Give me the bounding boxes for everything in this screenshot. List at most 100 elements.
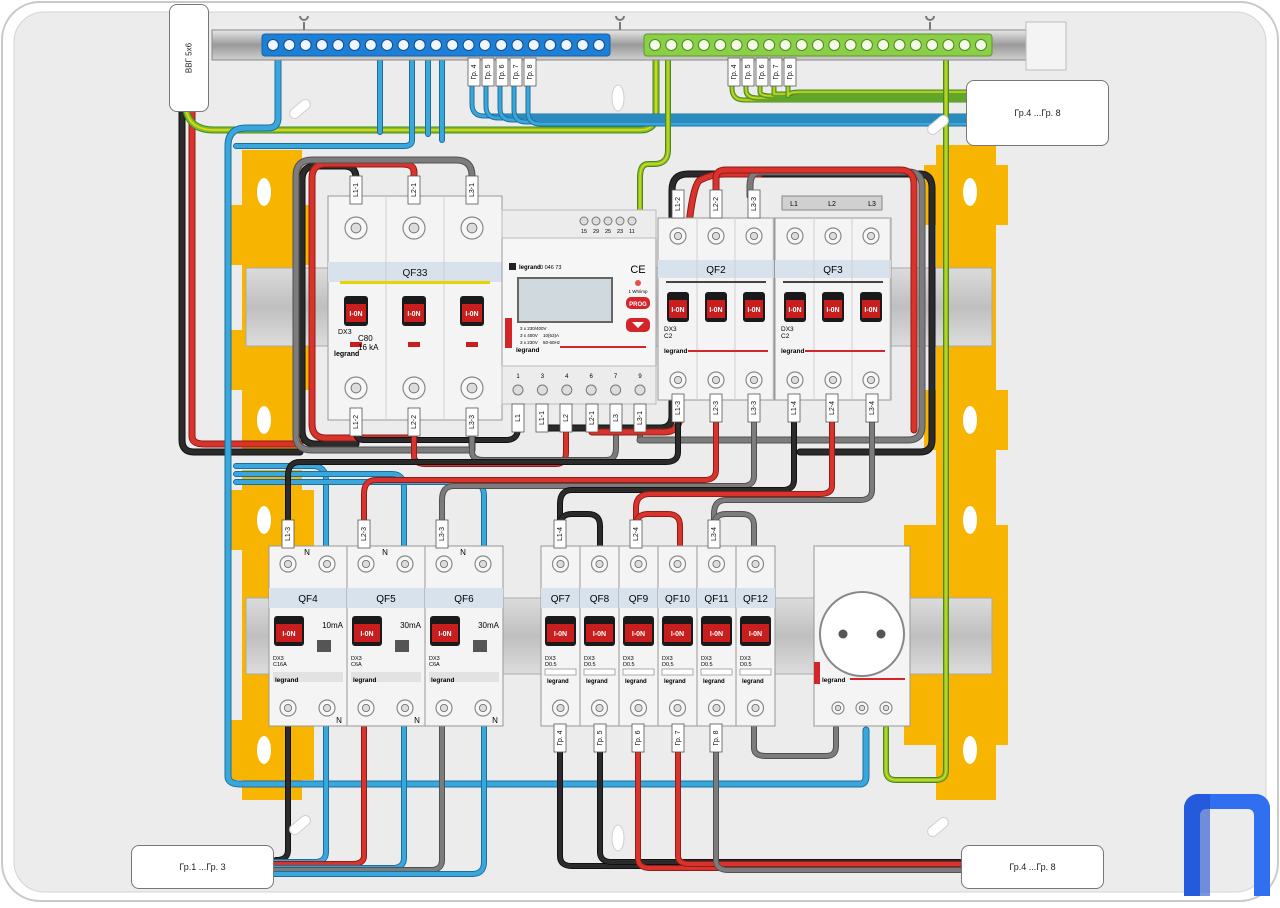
rcbo-toggle-strip <box>351 672 421 682</box>
wire-tag-sleeve <box>783 57 797 87</box>
wire-tag-label: L2-3 <box>361 527 368 541</box>
wire-tag-sleeve <box>741 57 755 87</box>
terminal-screw-head-icon <box>867 231 876 240</box>
earth-bus-screw-icon <box>779 39 792 51</box>
terminal-screw-head-icon <box>322 704 331 713</box>
breaker-brand: legrand <box>586 679 608 685</box>
wire-tag-sleeve <box>467 57 481 87</box>
earth-bus-screw-icon <box>926 39 939 51</box>
wire-tag: L2-2 <box>709 189 723 219</box>
wire-qf33-l2 <box>309 161 417 441</box>
wire-tag: Гр. 8 <box>709 723 723 753</box>
breaker-handle-indicator <box>742 624 769 642</box>
neutral-bus-screw-icon <box>560 39 573 51</box>
wire-tag-label: L2-1 <box>411 183 418 197</box>
breaker-sub: DX3 <box>623 656 634 662</box>
callout-bottom-left: Гр.1 ...Гр. 3 <box>131 845 274 889</box>
wire-tag-top-neutral: Гр. 7 <box>509 57 523 87</box>
neutral-bus-screw-icon <box>267 39 279 51</box>
meter-terminal-icon <box>627 216 637 226</box>
terminal-screw-head-icon <box>673 560 682 569</box>
earth-bus-screw-icon <box>860 39 873 51</box>
socket-brand: legrand <box>822 677 846 684</box>
neutral-bus-screw-icon <box>495 39 508 51</box>
wire-tag-top-neutral: Гр. 4 <box>467 57 481 87</box>
breaker-handle-label: I-0N <box>554 631 567 638</box>
wire-tag-sleeve <box>727 57 741 87</box>
wire-l2-4 <box>634 390 834 552</box>
terminal-screw-head-icon <box>595 560 604 569</box>
breaker-qf33-sub: DX3 <box>338 329 352 336</box>
callout-top-right-text: Гр.4 ...Гр. 8 <box>1014 108 1061 118</box>
wire-tag: L1-1 <box>535 403 549 433</box>
breaker-name: QF8 <box>590 594 610 605</box>
breaker-handle-indicator <box>404 304 424 322</box>
neutral-marker: N <box>492 716 498 725</box>
wire-input-l1 <box>179 107 303 455</box>
rcbo-name: QF6 <box>454 594 474 605</box>
wire-tag-sleeve <box>755 57 769 87</box>
meter-terminal-label: 25 <box>605 229 611 235</box>
terminal-screw-head-icon <box>556 560 565 569</box>
callout-bottom-left-text: Гр.1 ...Гр. 3 <box>179 862 226 872</box>
wire-tag-sleeve <box>865 393 879 423</box>
meter-terminal-icon <box>591 216 601 226</box>
breaker-handle-label: I-0N <box>864 307 877 314</box>
wire-input-l2 <box>189 107 303 447</box>
breaker-name: QF9 <box>629 594 649 605</box>
meter-model: 0 046 73 <box>540 265 561 271</box>
earth-bus-screw-icon <box>975 39 987 51</box>
earth-bus-screw-icon <box>942 39 955 51</box>
wire-tag-label: L3-3 <box>751 197 758 211</box>
breaker-name: QF12 <box>743 594 768 605</box>
wire-tag-label: L1-4 <box>791 401 798 415</box>
earth-bus-screw-icon <box>795 39 808 51</box>
wire-tag: L3-3 <box>465 407 479 437</box>
test-button <box>317 640 331 652</box>
wire-tag: L1-4 <box>787 393 801 423</box>
breaker-qf2-name: QF2 <box>706 265 726 276</box>
breaker-curve: D0.5 <box>623 662 635 668</box>
breaker-handle-indicator <box>862 300 880 318</box>
meter-terminal-icon <box>634 384 646 396</box>
wire-tag-label: L3 <box>613 414 620 422</box>
wire-tag-sleeve <box>709 723 723 753</box>
meter-brand: legrand <box>519 265 541 271</box>
terminal-screw-head-icon <box>634 704 643 713</box>
rcbo-brand: legrand <box>431 677 455 684</box>
wire-neutral-group <box>484 54 968 120</box>
wire-out-gr6 <box>636 724 962 870</box>
earth-bus-screw-icon <box>893 39 906 51</box>
meter-terminal-label: 4 <box>565 374 569 380</box>
rcbo-toggle-strip <box>273 672 343 682</box>
prog-button <box>626 297 650 309</box>
wire-tag-top-neutral: Гр. 8 <box>523 57 537 87</box>
wire-tag-label: Гр. 6 <box>635 730 642 745</box>
wire-tag: L3-3 <box>435 519 449 549</box>
wire-tag-label: Гр. 7 <box>513 64 520 79</box>
wire-tag-sleeve <box>633 403 647 433</box>
breaker-qf3-curve: C2 <box>781 333 790 340</box>
earth-bus-screw-icon <box>665 39 678 51</box>
breaker-handle-label: I-0N <box>710 631 723 638</box>
legrand-logo-icon <box>509 263 516 270</box>
terminal-screw-head-icon <box>408 382 420 394</box>
terminal-screw-head-icon <box>712 704 721 713</box>
breaker-handle-label: I-0N <box>709 307 722 314</box>
neutral-bus-screw-icon <box>478 39 491 51</box>
terminal-screw-head-icon <box>867 375 876 384</box>
wire-tag-sleeve <box>509 57 523 87</box>
wire-tag: Гр. 4 <box>553 723 567 753</box>
wire-tag-label: L3-3 <box>439 527 446 541</box>
neutral-marker: N <box>414 716 420 725</box>
breaker-rating-strip <box>700 668 733 676</box>
meter-terminal-label: 23 <box>617 229 623 235</box>
neutral-marker: N <box>336 716 342 725</box>
meter-spec: 3 x 230/400V <box>520 326 547 331</box>
meter-terminal-icon <box>615 216 625 226</box>
rcbo-sensitivity: 10mA <box>322 621 344 630</box>
